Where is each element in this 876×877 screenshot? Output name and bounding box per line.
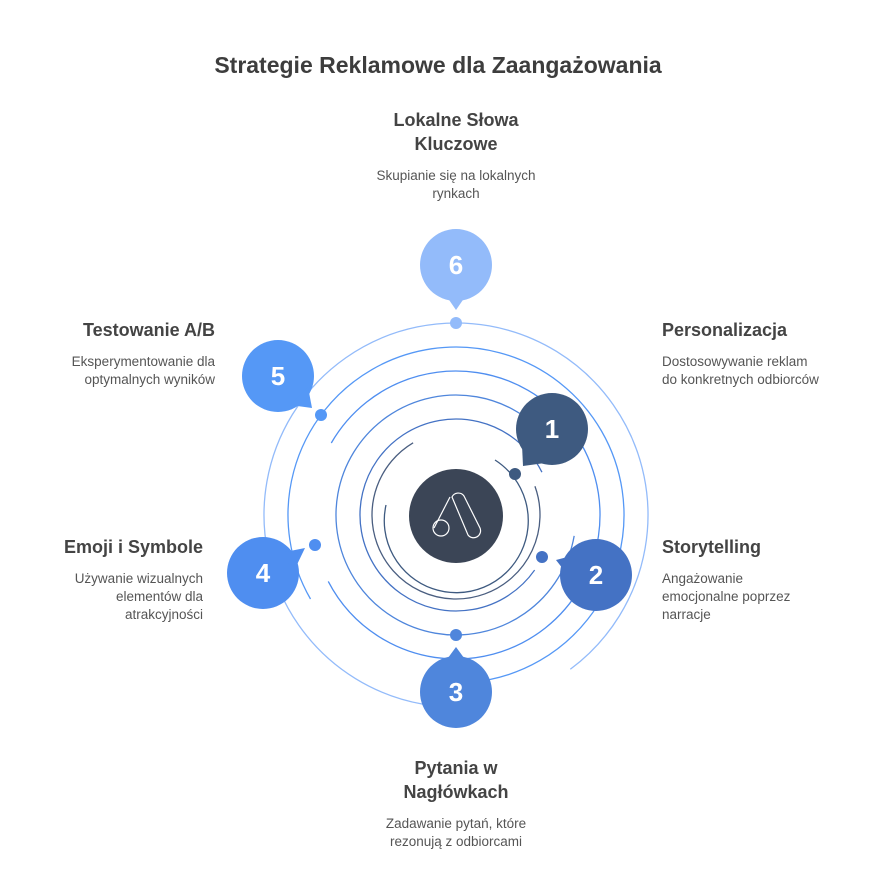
item-1-title: Personalizacja (662, 320, 788, 340)
item-2-title: Storytelling (662, 537, 762, 557)
item-4-text: Emoji i Symbole Używanie wizualnych elem… (0, 535, 203, 624)
item-3-desc-1: Zadawanie pytań, które (385, 816, 527, 831)
google-ads-logo-icon (432, 492, 482, 539)
bubble-5 (242, 340, 314, 412)
item-4-desc-3: atrakcyjności (124, 607, 203, 622)
dot-6 (450, 317, 462, 329)
dot-3 (450, 629, 462, 641)
item-2-desc-3: narracje (662, 607, 711, 622)
item-2-desc-1: Angażowanie (662, 571, 744, 586)
item-1-desc-2: do konkretnych odbiorców (662, 372, 819, 387)
item-3-desc-2: rezonują z odbiorcami (389, 834, 523, 849)
item-4-desc-2: elementów dla (115, 589, 203, 604)
ring-5 (287, 346, 625, 684)
item-2-text: Storytelling Angażowanie emocjonalne pop… (662, 535, 790, 624)
item-1-text: Personalizacja Dostosowywanie reklam do … (662, 318, 819, 389)
item-2-desc-2: emocjonalne poprzez (662, 589, 791, 604)
bubble-3 (420, 647, 492, 728)
item-3-title-1: Pytania w (414, 758, 498, 778)
dot-4 (309, 539, 321, 551)
item-6-desc-1: Skupianie się na lokalnych (376, 168, 536, 183)
ring-2 (359, 418, 553, 612)
dot-5 (315, 409, 327, 421)
bubble-4 (227, 537, 305, 609)
bubble-2 (556, 539, 632, 611)
item-4-title: Emoji i Symbole (63, 537, 203, 557)
bubble-6 (420, 229, 492, 310)
item-5-title: Testowanie A/B (82, 320, 215, 340)
item-5-desc-1: Eksperymentowanie dla (71, 354, 215, 369)
dot-1 (509, 468, 521, 480)
item-6-title-1: Lokalne Słowa (393, 110, 519, 130)
item-1-desc-1: Dostosowywanie reklam (662, 354, 808, 369)
item-3-text: Pytania w Nagłówkach Zadawanie pytań, kt… (306, 756, 606, 851)
item-6-desc-2: rynkach (432, 186, 480, 201)
center-circle (409, 469, 503, 563)
item-5-text: Testowanie A/B Eksperymentowanie dla opt… (0, 318, 215, 389)
item-6-title-2: Kluczowe (414, 134, 498, 154)
bubble-1 (516, 393, 588, 466)
item-4-desc-1: Używanie wizualnych (74, 571, 203, 586)
dot-2 (536, 551, 548, 563)
item-5-desc-2: optymalnych wyników (84, 372, 215, 387)
ring-inner (371, 430, 541, 600)
diagram-title: Strategie Reklamowe dla Zaangażowania (214, 52, 662, 78)
ring-1 (383, 459, 529, 594)
item-6-text: Lokalne Słowa Kluczowe Skupianie się na … (306, 108, 606, 203)
item-3-title-2: Nagłówkach (403, 782, 509, 802)
ring-3 (335, 394, 577, 636)
